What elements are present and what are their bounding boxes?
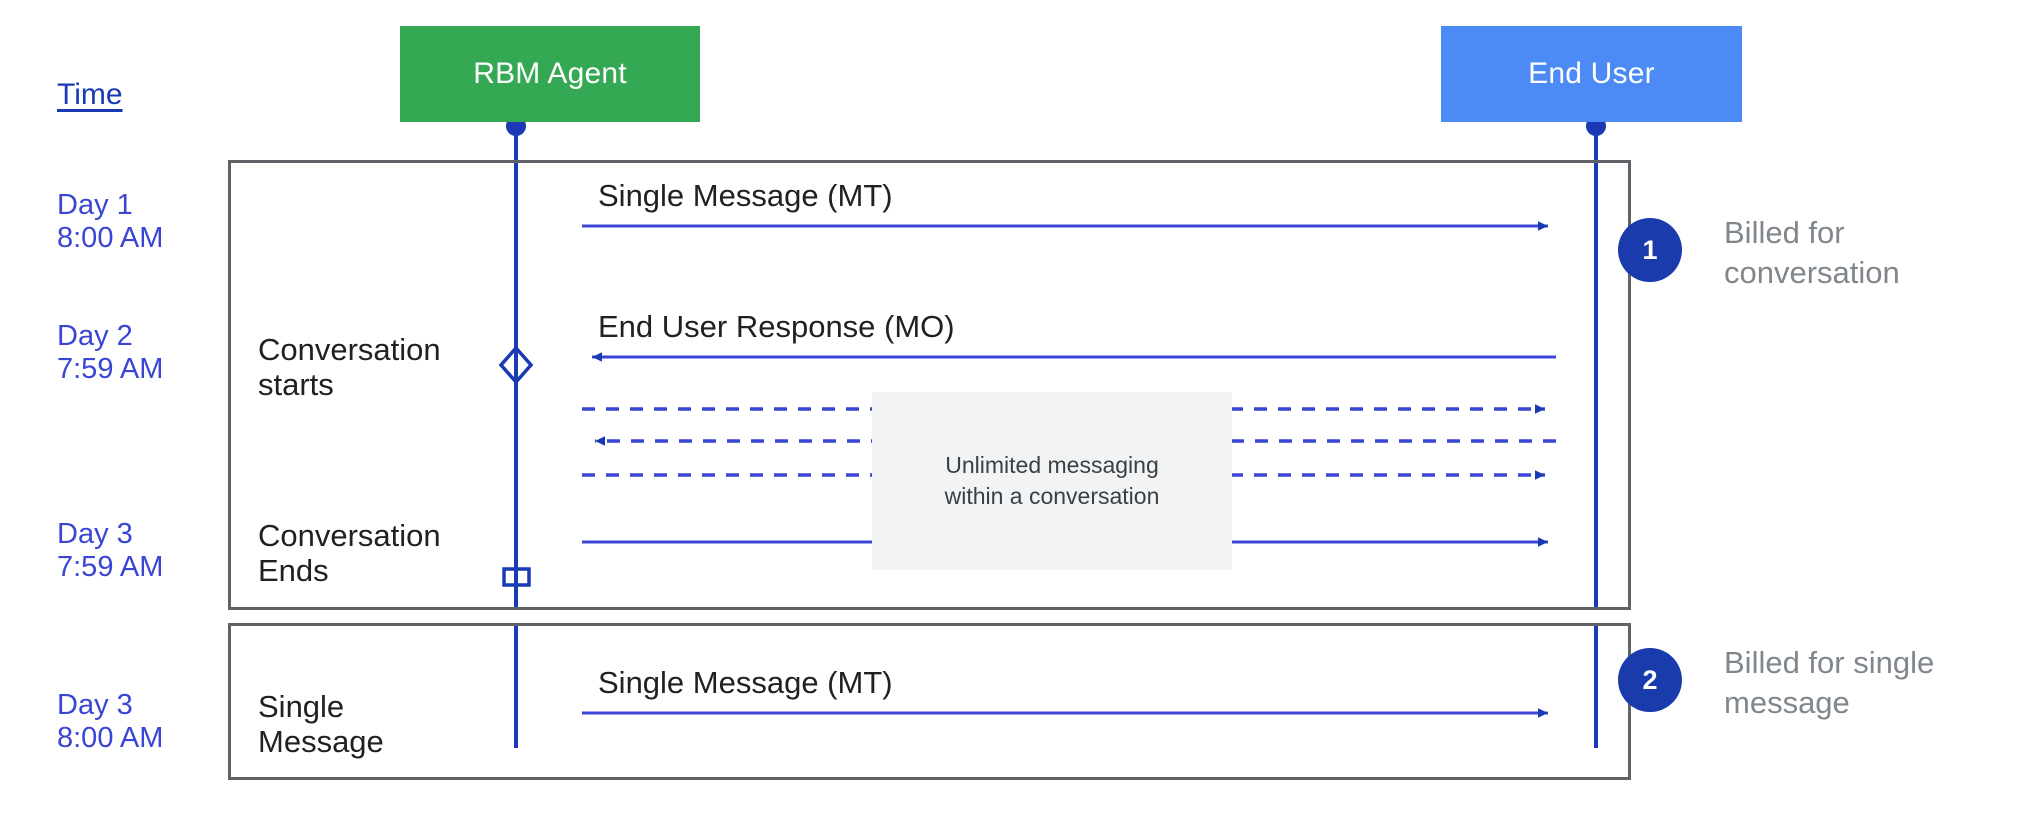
- lifeline-end-user: [1594, 122, 1598, 610]
- stage-label-single-message: Single Message: [258, 689, 384, 760]
- time-label-day1: Day 1 8:00 AM: [57, 189, 164, 255]
- note-text: Unlimited messaging within a conversatio…: [944, 451, 1160, 509]
- lifeline-rbm-agent-segment-2: [514, 623, 518, 748]
- stage-label-conversation-ends: Conversation Ends: [258, 518, 441, 589]
- stage-label-conversation-starts: Conversation starts: [258, 332, 441, 403]
- annotation-text-2: Billed for single message: [1724, 645, 1935, 721]
- time-column-heading: Time: [57, 78, 123, 111]
- participant-box-end-user[interactable]: End User: [1441, 26, 1742, 122]
- lifeline-rbm-agent: [514, 122, 518, 610]
- annotation-badge-2[interactable]: 2: [1618, 648, 1682, 712]
- time-label-day3-single: Day 3 8:00 AM: [57, 689, 164, 755]
- message-label-single-message-mt-2: Single Message (MT): [598, 665, 893, 700]
- frame-single-message: [228, 623, 1631, 780]
- participant-box-rbm-agent[interactable]: RBM Agent: [400, 26, 700, 122]
- message-label-end-user-response-mo: End User Response (MO): [598, 309, 955, 344]
- annotation-badge-2-number: 2: [1642, 664, 1658, 695]
- participant-label-rbm-agent: RBM Agent: [473, 57, 627, 90]
- annotation-badge-1[interactable]: 1: [1618, 218, 1682, 282]
- frame-conversation: [228, 160, 1631, 610]
- annotation-text-1: Billed for conversation: [1724, 215, 1900, 291]
- note-unlimited-messaging: Unlimited messaging within a conversatio…: [872, 392, 1232, 570]
- time-label-day3-end: Day 3 7:59 AM: [57, 518, 164, 584]
- lifeline-end-user-segment-2: [1594, 623, 1598, 748]
- time-label-day2: Day 2 7:59 AM: [57, 320, 164, 386]
- participant-label-end-user: End User: [1528, 57, 1655, 90]
- message-label-single-message-mt-1: Single Message (MT): [598, 178, 893, 213]
- annotation-badge-1-number: 1: [1642, 234, 1658, 265]
